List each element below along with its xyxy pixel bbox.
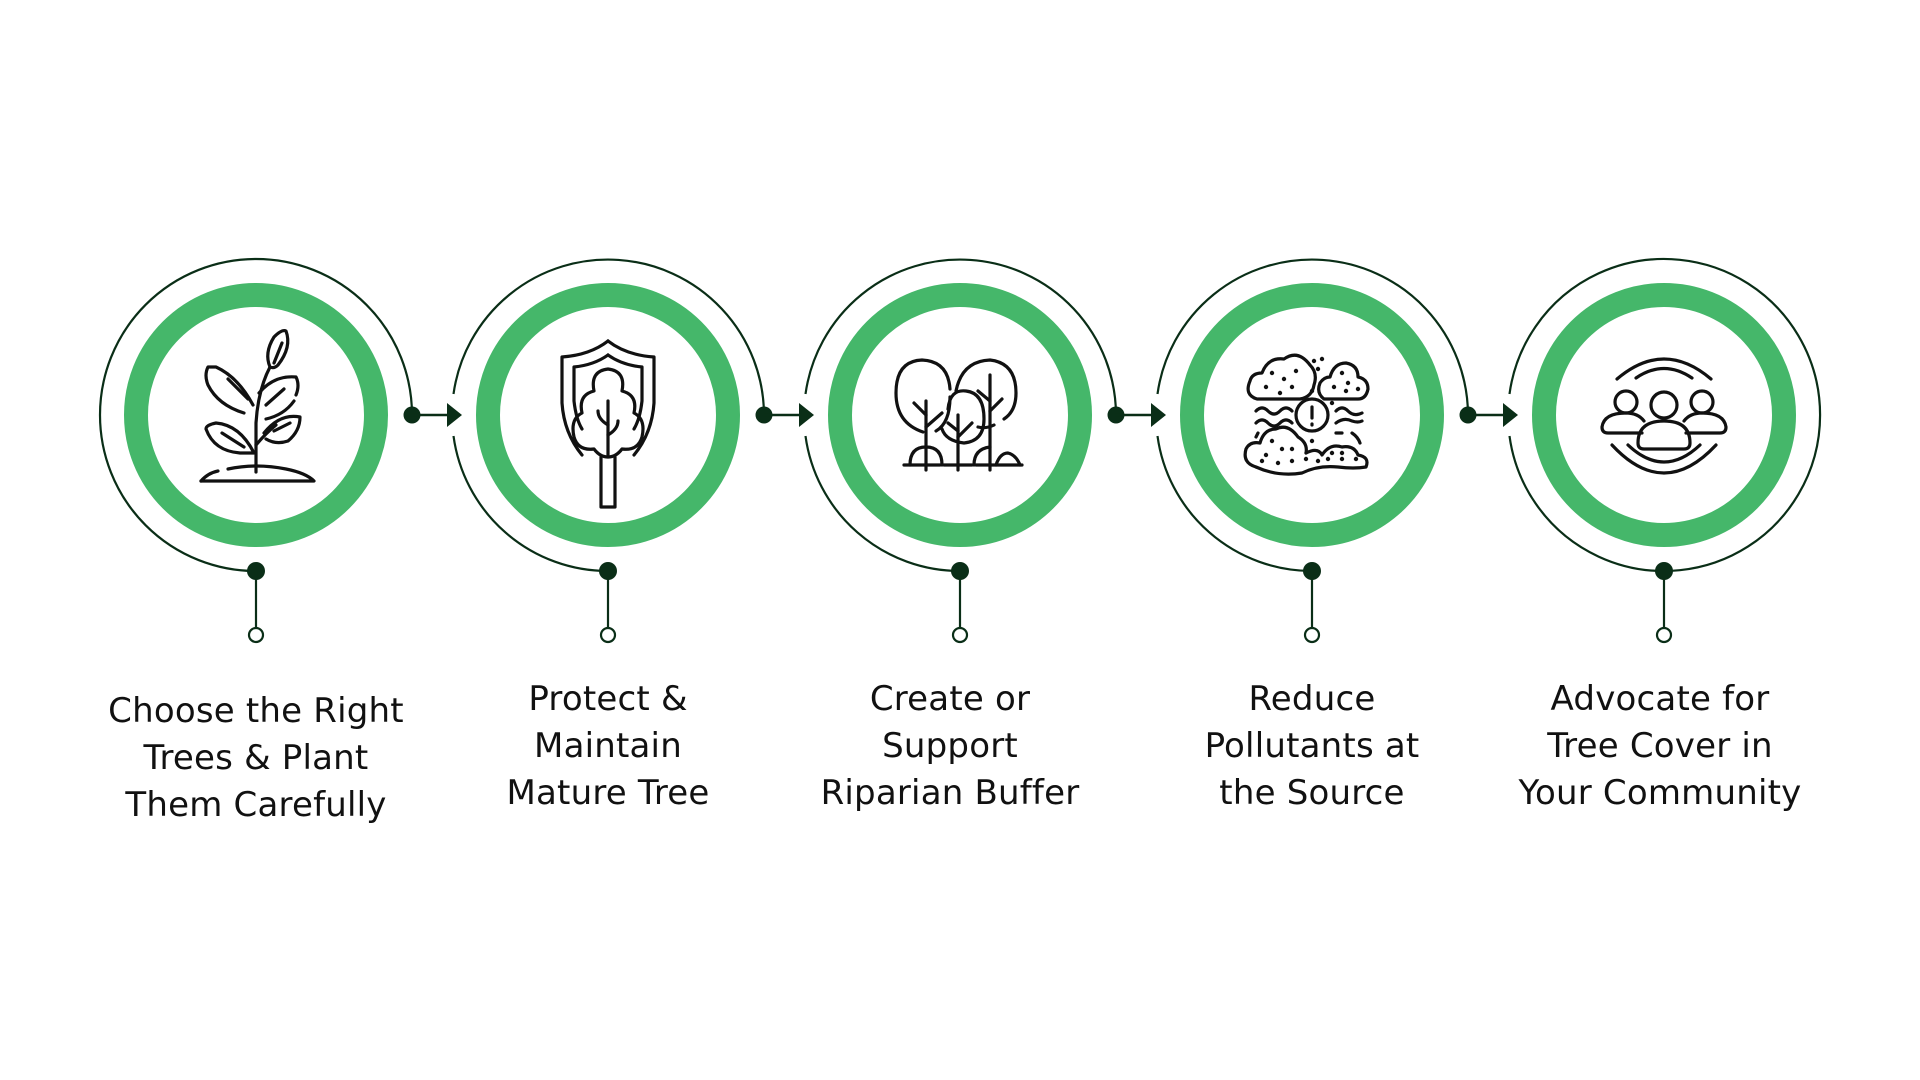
- pin-end-hollow: [599, 626, 617, 644]
- arrow-right-icon: [1151, 403, 1166, 427]
- step-1: [98, 257, 462, 644]
- green-ring: [828, 283, 1092, 547]
- step-3: [804, 258, 1166, 644]
- outer-arc: [804, 258, 1118, 573]
- outer-arc: [452, 258, 766, 573]
- community-group-icon: [1600, 357, 1728, 475]
- pollution-clouds-warning-icon: [1243, 353, 1370, 476]
- step-1-label: Choose the Right Trees & Plant Them Care…: [108, 691, 404, 825]
- green-ring: [1532, 283, 1796, 547]
- arrow-right-icon: [1503, 403, 1518, 427]
- shield-tree-icon: [560, 339, 656, 509]
- arrow-right-icon: [799, 403, 814, 427]
- step-2-label: Protect & Maintain Mature Tree: [506, 679, 710, 813]
- step-5-label: Advocate for Tree Cover in Your Communit…: [1518, 679, 1802, 813]
- outer-arc: [1156, 258, 1470, 573]
- pin-end-hollow: [1303, 626, 1321, 644]
- arrow-right-icon: [447, 403, 462, 427]
- sprouting-plant-icon: [199, 329, 316, 483]
- step-5: [1508, 257, 1822, 644]
- step-4: [1156, 258, 1518, 644]
- step-3-label: Create or Support Riparian Buffer: [820, 679, 1080, 813]
- pin-end-hollow: [247, 626, 265, 644]
- pin-end-hollow: [951, 626, 969, 644]
- outer-arc: [98, 257, 414, 573]
- forest-trees-icon: [894, 358, 1024, 472]
- pin-end-hollow: [1655, 626, 1673, 644]
- step-2: [452, 258, 814, 644]
- step-4-label: Reduce Pollutants at the Source: [1204, 679, 1420, 813]
